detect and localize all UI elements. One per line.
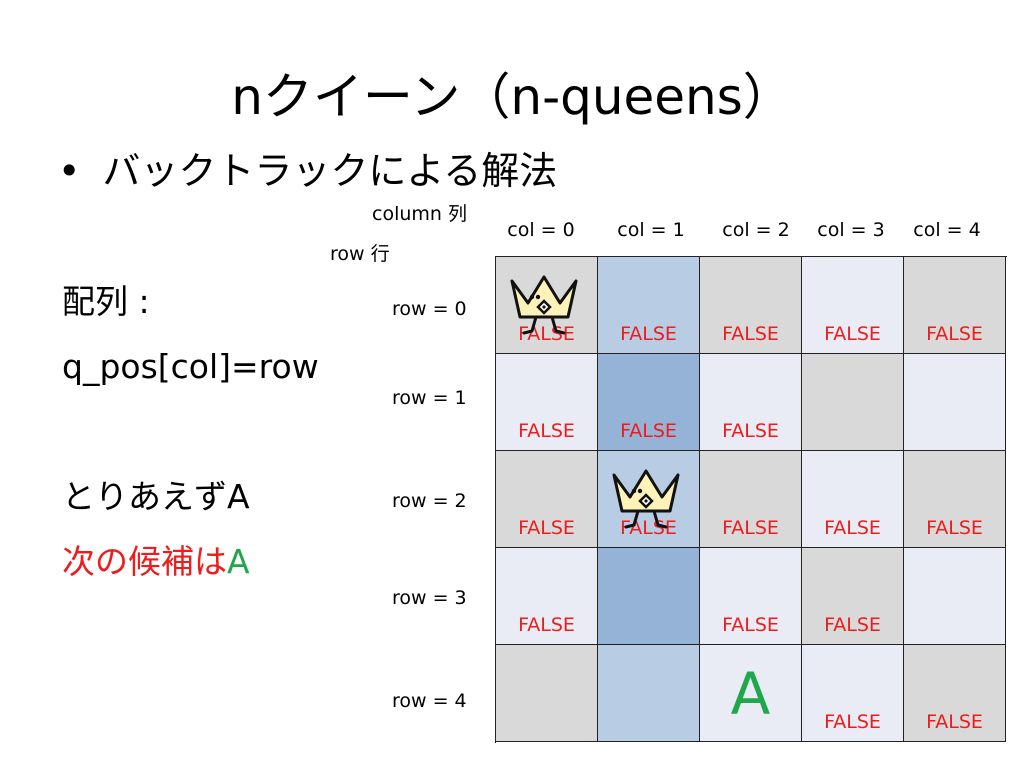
false-label: FALSE (926, 517, 983, 539)
board-cell-r3-c1 (598, 548, 700, 645)
col-header-0: col = 0 (507, 219, 575, 241)
board-cell-r2-c2: FALSE (700, 451, 802, 548)
false-label: FALSE (620, 323, 677, 345)
crown-icon (508, 273, 580, 339)
board-cell-r0-c1: FALSE (598, 257, 700, 354)
slide-title: nクイーン（n-queens） (231, 68, 793, 126)
false-label: FALSE (824, 517, 881, 539)
false-label: FALSE (926, 711, 983, 733)
false-label: FALSE (518, 517, 575, 539)
crown-icon (610, 467, 682, 533)
board-cell-r2-c0: FALSE (496, 451, 598, 548)
false-label: FALSE (518, 614, 575, 636)
first-candidate-text: とりあえずA (62, 477, 250, 516)
bullet-item: • バックトラックによる解法 (58, 146, 557, 196)
array-expression: q_pos[col]=row (62, 347, 319, 386)
false-label: FALSE (722, 517, 779, 539)
board-cell-r4-c2: A (700, 645, 802, 742)
board-cell-r2-c3: FALSE (802, 451, 904, 548)
false-label: FALSE (722, 420, 779, 442)
board-cell-r0-c4: FALSE (904, 257, 1006, 354)
board-cell-r1-c2: FALSE (700, 354, 802, 451)
false-label: FALSE (926, 323, 983, 345)
col-header-2: col = 2 (722, 219, 790, 241)
bullet-text: バックトラックによる解法 (102, 149, 558, 193)
next-candidate-prefix: 次の候補は (62, 542, 227, 581)
col-header-4: col = 4 (913, 219, 981, 241)
array-label: 配列 : (62, 282, 150, 321)
bullet-mark: • (58, 149, 81, 193)
next-candidate-value: A (227, 542, 250, 581)
board-cell-r4-c0 (496, 645, 598, 742)
false-label: FALSE (824, 711, 881, 733)
row-header-4: row = 4 (392, 690, 467, 712)
board-cell-r1-c0: FALSE (496, 354, 598, 451)
board-cell-r3-c4 (904, 548, 1006, 645)
col-header-3: col = 3 (817, 219, 885, 241)
false-label: FALSE (824, 614, 881, 636)
board-cell-r2-c4: FALSE (904, 451, 1006, 548)
false-label: FALSE (722, 614, 779, 636)
board-cell-r1-c4 (904, 354, 1006, 451)
row-axis-label: row 行 (330, 243, 390, 265)
false-label: FALSE (620, 420, 677, 442)
board-cell-r4-c1 (598, 645, 700, 742)
false-label: FALSE (518, 420, 575, 442)
row-header-2: row = 2 (392, 490, 467, 512)
board-cell-r0-c0: FALSE (496, 257, 598, 354)
board-cell-r0-c3: FALSE (802, 257, 904, 354)
candidate-label: A (730, 660, 771, 728)
false-label: FALSE (722, 323, 779, 345)
board-cell-r0-c2: FALSE (700, 257, 802, 354)
row-header-1: row = 1 (392, 387, 467, 409)
col-header-1: col = 1 (617, 219, 685, 241)
board-cell-r4-c3: FALSE (802, 645, 904, 742)
board-cell-r3-c2: FALSE (700, 548, 802, 645)
board-cell-r3-c0: FALSE (496, 548, 598, 645)
column-axis-label: column 列 (372, 203, 467, 225)
board-cell-r3-c3: FALSE (802, 548, 904, 645)
row-header-0: row = 0 (392, 298, 467, 320)
board-cell-r1-c1: FALSE (598, 354, 700, 451)
row-header-3: row = 3 (392, 587, 467, 609)
next-candidate-text: 次の候補はA (62, 540, 250, 584)
false-label: FALSE (824, 323, 881, 345)
board-cell-r2-c1: FALSE (598, 451, 700, 548)
board-cell-r1-c3 (802, 354, 904, 451)
board-cell-r4-c4: FALSE (904, 645, 1006, 742)
